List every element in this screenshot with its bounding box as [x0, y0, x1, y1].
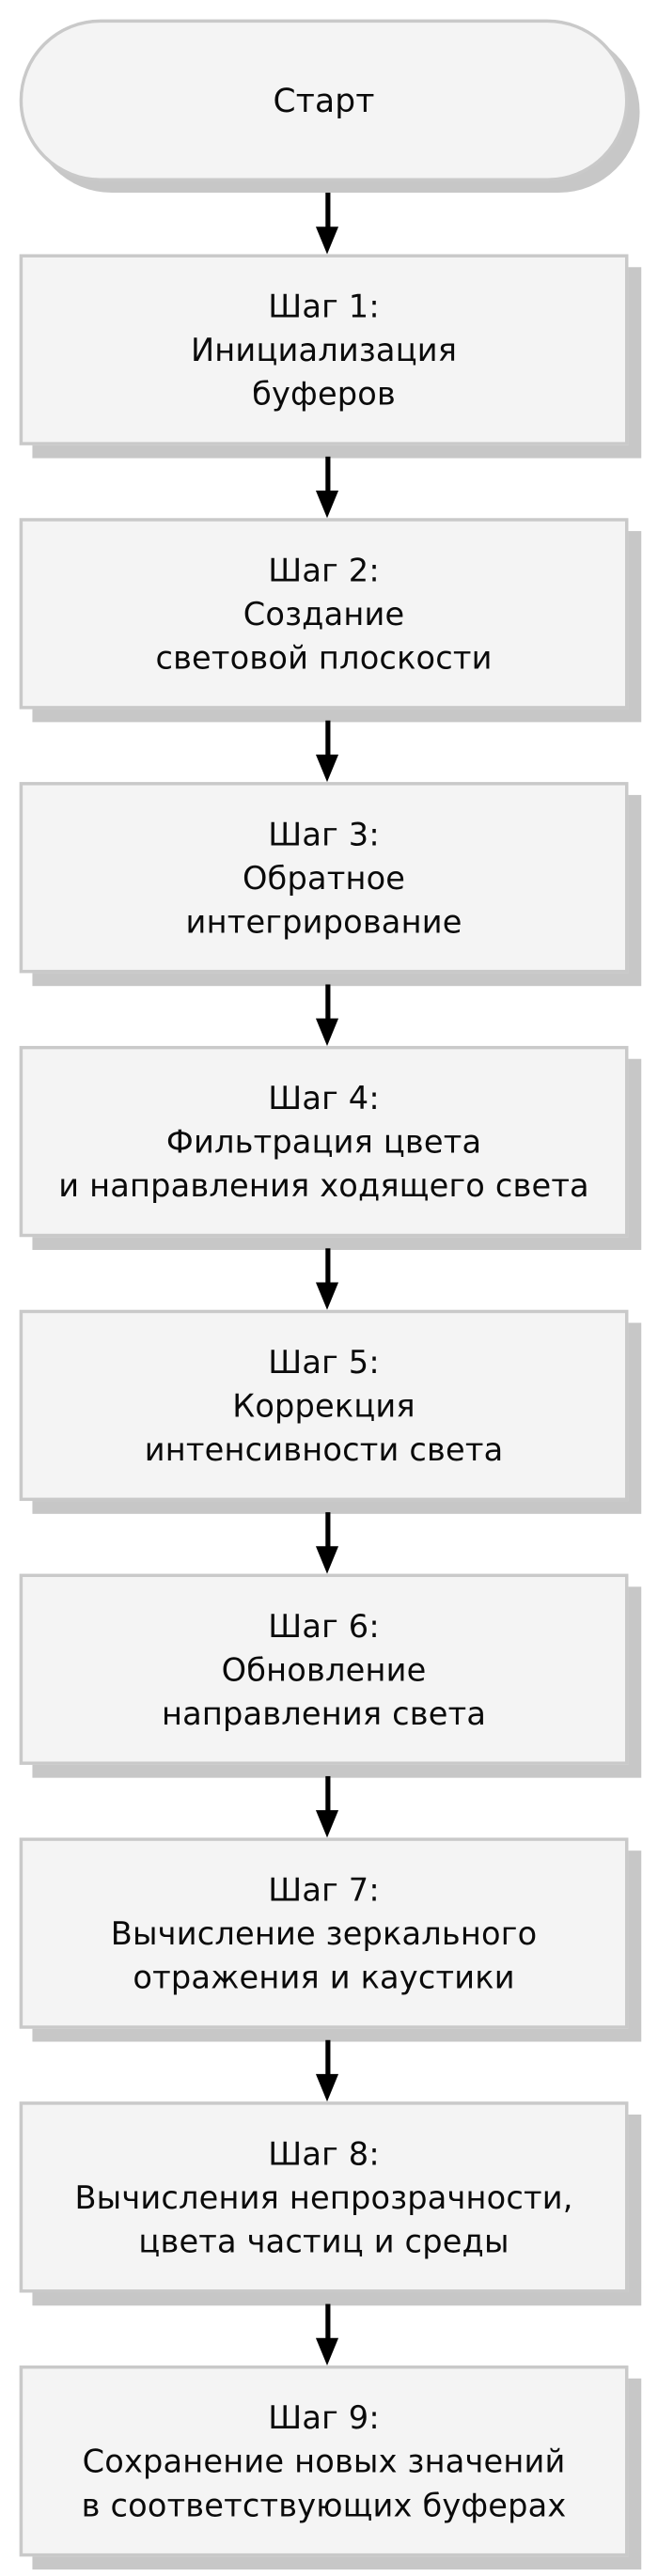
arrow-head-icon	[315, 491, 339, 519]
node-step3-label: Шаг 3: Обратное интегрирование	[185, 815, 462, 941]
node-step9-wrap: Шаг 9: Сохранение новых значений в соотв…	[19, 2365, 629, 2557]
node-step2-label: Шаг 2: Создание световой плоскости	[155, 551, 493, 677]
node-step4-wrap: Шаг 4: Фильтрация цвета и направления хо…	[19, 1045, 629, 1238]
arrow-head-icon	[315, 1546, 339, 1574]
node-step6[interactable]: Шаг 6: Обновление направления света	[19, 1573, 629, 1765]
node-step8-wrap: Шаг 8: Вычисления непрозрачности, цвета …	[19, 2101, 629, 2293]
node-step6-label: Шаг 6: Обновление направления света	[162, 1606, 487, 1732]
node-step5-label: Шаг 5: Коррекция интенсивности света	[144, 1343, 504, 1468]
node-step5-wrap: Шаг 5: Коррекция интенсивности света	[19, 1309, 629, 1502]
node-start-label: Старт	[273, 80, 375, 119]
node-step6-wrap: Шаг 6: Обновление направления света	[19, 1573, 629, 1765]
arrow-head-icon	[315, 2073, 339, 2102]
arrow-head-icon	[315, 226, 339, 255]
node-step2[interactable]: Шаг 2: Создание световой плоскости	[19, 518, 629, 710]
node-step8-label: Шаг 8: Вычисления непрозрачности, цвета …	[74, 2134, 573, 2260]
node-step9-label: Шаг 9: Сохранение новых значений в соотв…	[81, 2398, 567, 2524]
edge-step1-to-step2	[315, 456, 339, 519]
node-start-wrap: Старт	[19, 19, 629, 181]
node-start[interactable]: Старт	[19, 19, 629, 181]
node-step7[interactable]: Шаг 7: Вычисление зеркального отражения …	[19, 1837, 629, 2029]
node-step5[interactable]: Шаг 5: Коррекция интенсивности света	[19, 1309, 629, 1502]
edge-start-to-step1	[315, 193, 339, 255]
arrow-head-icon	[315, 754, 339, 783]
node-step4[interactable]: Шаг 4: Фильтрация цвета и направления хо…	[19, 1045, 629, 1238]
arrow-head-icon	[315, 1282, 339, 1310]
edge-step6-to-step7	[315, 1775, 339, 1838]
node-step1[interactable]: Шаг 1: Инициализация буферов	[19, 254, 629, 445]
node-step8[interactable]: Шаг 8: Вычисления непрозрачности, цвета …	[19, 2101, 629, 2293]
edge-step2-to-step3	[315, 720, 339, 783]
node-step7-wrap: Шаг 7: Вычисление зеркального отражения …	[19, 1837, 629, 2029]
node-step9[interactable]: Шаг 9: Сохранение новых значений в соотв…	[19, 2365, 629, 2557]
edge-step3-to-step4	[315, 984, 339, 1046]
node-step3[interactable]: Шаг 3: Обратное интегрирование	[19, 782, 629, 974]
node-step1-label: Шаг 1: Инициализация буферов	[190, 287, 458, 413]
node-step4-label: Шаг 4: Фильтрация цвета и направления хо…	[58, 1079, 589, 1204]
node-step3-wrap: Шаг 3: Обратное интегрирование	[19, 782, 629, 974]
edge-step7-to-step8	[315, 2039, 339, 2102]
arrow-head-icon	[315, 2337, 339, 2366]
arrow-head-icon	[315, 1810, 339, 1838]
node-step1-wrap: Шаг 1: Инициализация буферов	[19, 254, 629, 445]
node-step2-wrap: Шаг 2: Создание световой плоскости	[19, 518, 629, 710]
edge-step4-to-step5	[315, 1248, 339, 1310]
edge-step5-to-step6	[315, 1512, 339, 1574]
node-step7-label: Шаг 7: Вычисление зеркального отражения …	[110, 1870, 538, 1996]
arrow-head-icon	[315, 1018, 339, 1046]
edge-step8-to-step9	[315, 2303, 339, 2366]
